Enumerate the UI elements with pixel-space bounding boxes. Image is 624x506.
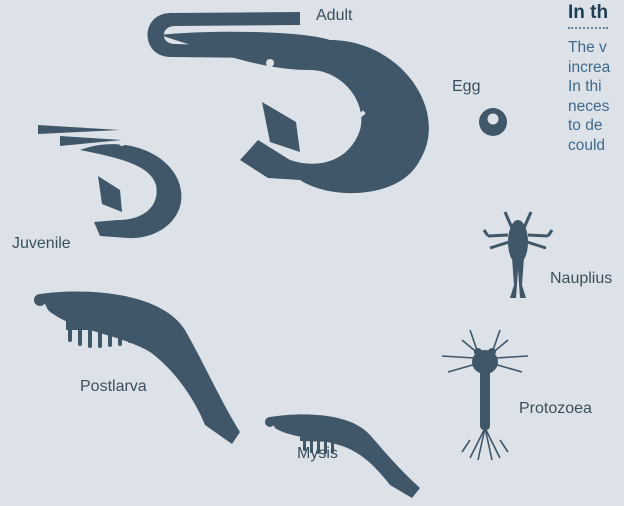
egg-illustration xyxy=(479,108,507,136)
sidebar-line: increa xyxy=(568,58,624,78)
sidebar-title: In th xyxy=(568,2,608,29)
sidebar-text: The v increa In thi neces to de could xyxy=(568,38,624,155)
label-nauplius: Nauplius xyxy=(550,270,612,288)
adult-shrimp-illustration xyxy=(148,12,429,193)
sidebar-line: The v xyxy=(568,38,624,58)
label-protozoea: Protozoea xyxy=(519,400,592,418)
mysis-illustration xyxy=(265,414,420,498)
label-mysis: Mysis xyxy=(297,445,338,463)
juvenile-shrimp-illustration xyxy=(38,125,181,238)
sidebar-line: In thi xyxy=(568,77,624,97)
sidebar-line: could xyxy=(568,136,624,156)
sidebar-panel: In th The v increa In thi neces to de co… xyxy=(568,0,624,200)
label-juvenile: Juvenile xyxy=(12,235,71,253)
protozoea-illustration xyxy=(442,330,528,460)
sidebar-line: to de xyxy=(568,116,624,136)
label-adult: Adult xyxy=(316,7,352,25)
postlarva-illustration xyxy=(34,291,240,444)
sidebar-line: neces xyxy=(568,97,624,117)
label-egg: Egg xyxy=(452,78,480,96)
nauplius-illustration xyxy=(484,212,552,298)
label-postlarva: Postlarva xyxy=(80,378,147,396)
